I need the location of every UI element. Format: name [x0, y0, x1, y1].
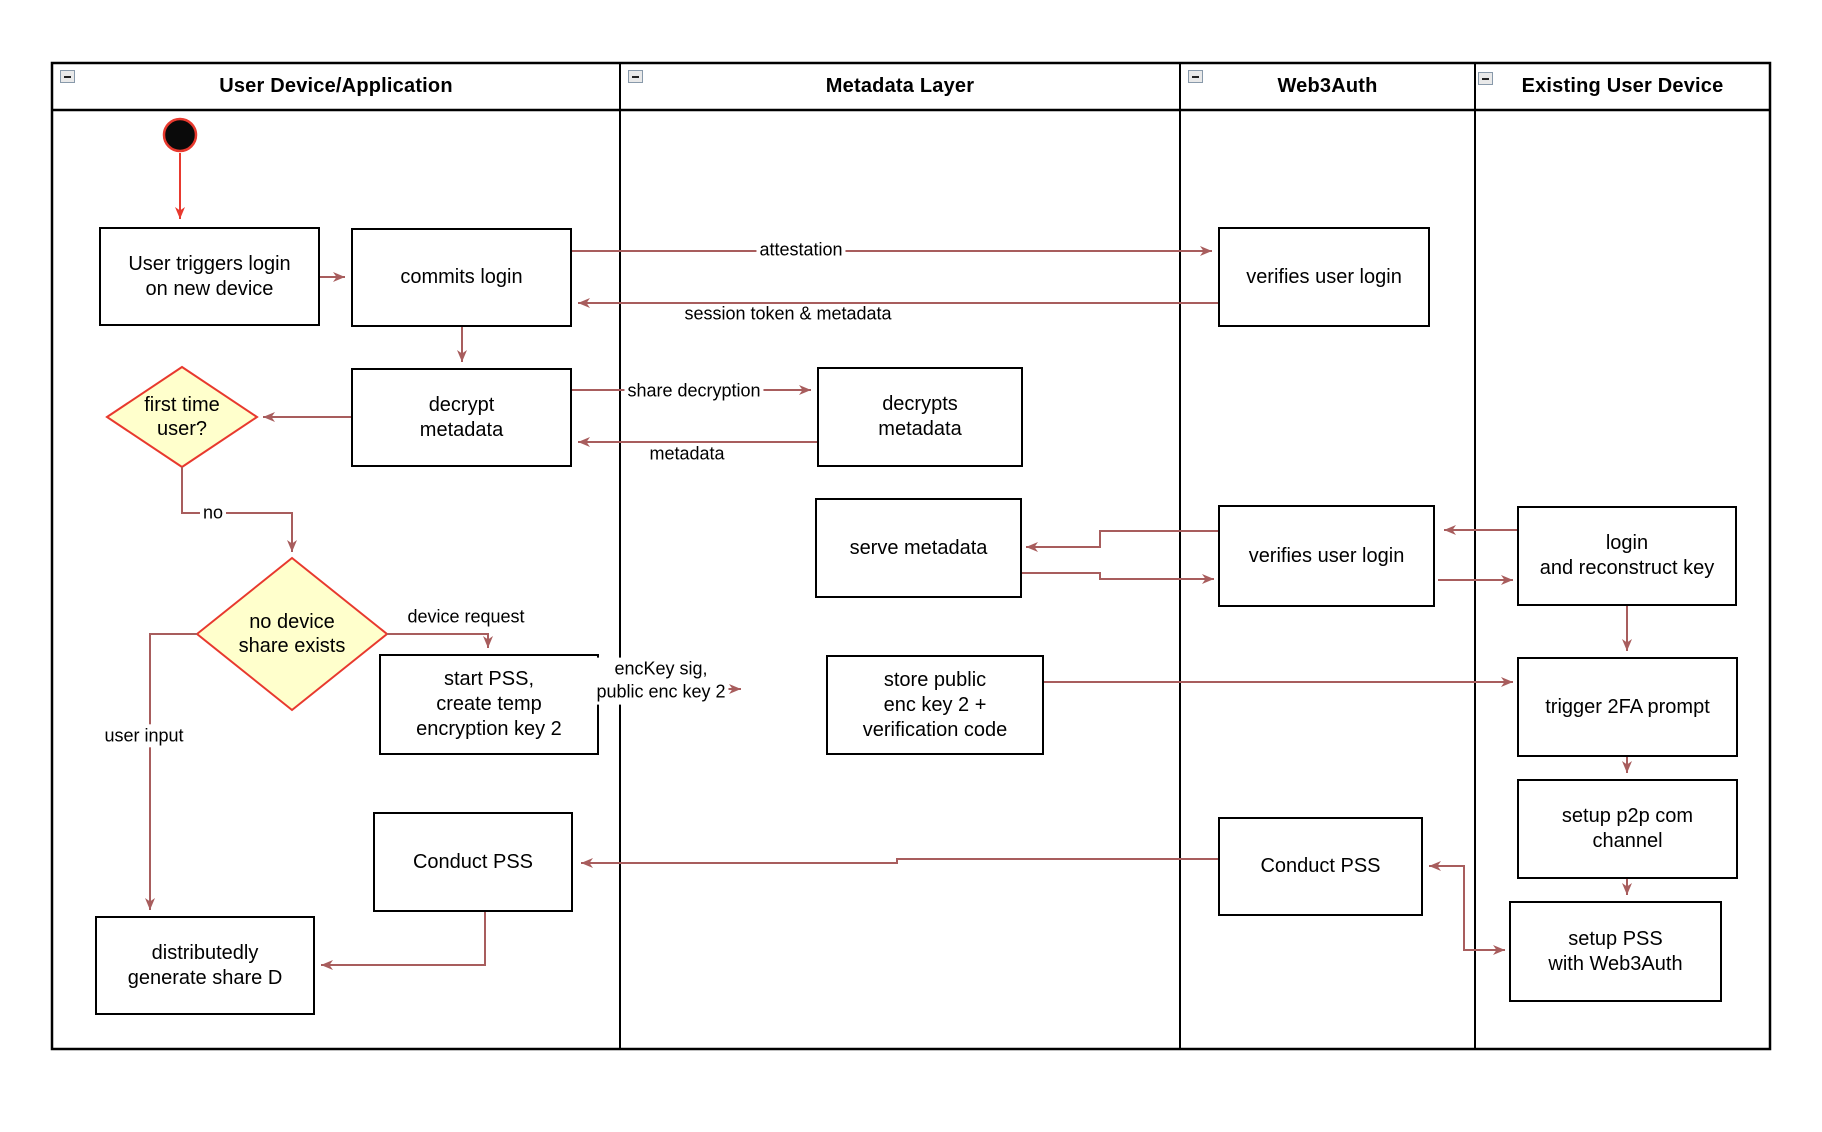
- collapse-lane-icon[interactable]: [628, 70, 643, 83]
- pool-frame: [50, 61, 1772, 1051]
- node-decrypt-metadata[interactable]: decrypt metadata: [351, 368, 572, 467]
- edge-label-device-request: device request: [407, 606, 525, 627]
- node-verifies-user-login-2[interactable]: verifies user login: [1218, 505, 1435, 607]
- edge-label-enc-key: encKey sig, public enc key 2: [593, 657, 729, 705]
- node-commits-login[interactable]: commits login: [351, 228, 572, 327]
- node-store-public-enc-key[interactable]: store public enc key 2 + verification co…: [826, 655, 1044, 755]
- node-generate-share-d[interactable]: distributedly generate share D: [95, 916, 315, 1015]
- edge-user-input: [145, 633, 197, 910]
- node-login-reconstruct-key[interactable]: login and reconstruct key: [1517, 506, 1737, 606]
- node-conduct-pss-user[interactable]: Conduct PSS: [373, 812, 573, 912]
- edge-label-session-token: session token & metadata: [684, 303, 892, 324]
- edge-label-metadata: metadata: [649, 443, 725, 464]
- collapse-lane-icon[interactable]: [1478, 72, 1493, 85]
- node-conduct-pss-web3auth[interactable]: Conduct PSS: [1218, 817, 1423, 916]
- lane-header-user-device[interactable]: User Device/Application: [219, 75, 453, 97]
- node-decrypts-metadata[interactable]: decrypts metadata: [817, 367, 1023, 467]
- node-start-pss[interactable]: start PSS, create temp encryption key 2: [379, 654, 599, 755]
- collapse-lane-icon[interactable]: [1188, 70, 1203, 83]
- edge-serve-to-verifies2: [1022, 572, 1214, 584]
- edge-label-attestation: attestation: [756, 238, 846, 262]
- lane-header-existing-device[interactable]: Existing User Device: [1521, 75, 1724, 97]
- edge-device-request: [387, 633, 493, 648]
- decision-first-time-user[interactable]: first time user?: [144, 394, 220, 440]
- edge-verifies2-to-serve: [1026, 530, 1218, 552]
- node-serve-metadata[interactable]: serve metadata: [815, 498, 1022, 598]
- start-node[interactable]: [162, 117, 198, 153]
- decision-no-device-share[interactable]: no device share exists: [238, 611, 346, 657]
- node-trigger-2fa[interactable]: trigger 2FA prompt: [1517, 657, 1738, 757]
- node-setup-p2p[interactable]: setup p2p com channel: [1517, 779, 1738, 879]
- node-setup-pss-web3auth[interactable]: setup PSS with Web3Auth: [1509, 901, 1722, 1002]
- edge-no-branch: [181, 467, 297, 552]
- lane-header-metadata-layer[interactable]: Metadata Layer: [825, 75, 975, 97]
- edge-label-share-decryption: share decryption: [624, 379, 764, 403]
- edge-conduct-pss-to-setup-pss: [1463, 866, 1505, 955]
- edge-label-user-input: user input: [101, 724, 187, 748]
- edge-label-no: no: [199, 501, 227, 525]
- decision-first-time-user-shape[interactable]: [105, 365, 259, 469]
- lane-header-web3auth[interactable]: Web3Auth: [1277, 75, 1378, 97]
- edge-conduct-pss-to-share-d: [321, 912, 486, 970]
- collapse-lane-icon[interactable]: [60, 70, 75, 83]
- node-user-triggers-login[interactable]: User triggers login on new device: [99, 227, 320, 326]
- edge-conduct-pss-web3auth-to-user: [581, 858, 1218, 868]
- node-verifies-user-login-1[interactable]: verifies user login: [1218, 227, 1430, 327]
- edge-setup-pss-to-conduct-pss: [1429, 861, 1465, 950]
